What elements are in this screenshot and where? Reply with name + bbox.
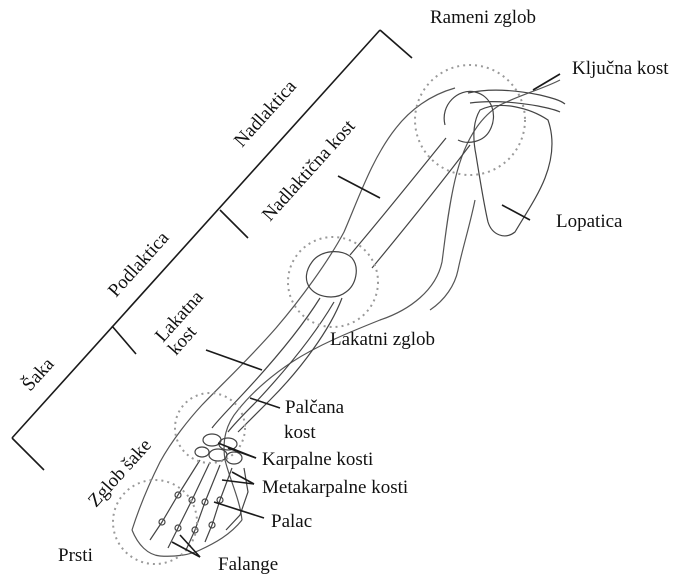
scapula-bone	[474, 105, 552, 235]
label-shoulder-joint: Rameni zglob	[430, 7, 536, 28]
shoulder-joint-circle	[415, 65, 525, 175]
label-upper-arm: Nadlaktica	[230, 76, 301, 152]
label-thumb: Palac	[271, 511, 312, 532]
fingers-circle	[113, 480, 197, 564]
label-humerus: Nadlaktična kost	[258, 115, 360, 225]
humerus-shaft	[350, 138, 470, 268]
label-radius-line1: Palčana	[285, 397, 345, 418]
label-wrist-joint: Zglob šake	[84, 435, 156, 511]
label-fingers: Prsti	[58, 545, 93, 566]
label-elbow-joint: Lakatni zglob	[330, 329, 435, 350]
label-forearm: Podlaktica	[104, 227, 174, 301]
humerus-head	[444, 91, 493, 142]
label-hand: Šaka	[17, 353, 58, 396]
region-brackets	[12, 30, 412, 470]
label-metacarpals: Metakarpalne kosti	[262, 477, 408, 498]
elbow-bones	[306, 252, 356, 297]
label-carpals: Karpalne kosti	[262, 449, 373, 470]
label-radius-line2: kost	[284, 422, 316, 443]
label-clavicle: Ključna kost	[572, 58, 669, 79]
armpit-contour	[430, 200, 475, 310]
label-scapula: Lopatica	[556, 211, 623, 232]
label-phalanges: Falange	[218, 554, 278, 575]
